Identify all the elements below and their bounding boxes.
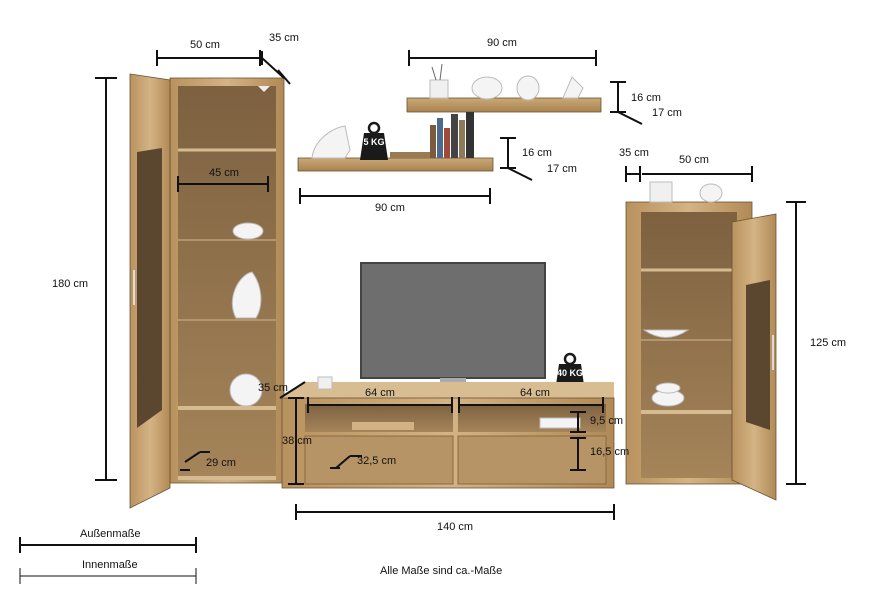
dimensions-note: Alle Maße sind ca.-Maße bbox=[380, 565, 503, 577]
shelf-low-width-label: 90 cm bbox=[375, 202, 405, 214]
tall-height-label: 180 cm bbox=[52, 278, 89, 290]
tv-width-label: 140 cm bbox=[437, 521, 474, 533]
small-vitrine bbox=[625, 181, 777, 501]
small-width-label: 50 cm bbox=[679, 154, 709, 166]
tv-left-compartment-label: 64 cm bbox=[365, 387, 395, 399]
tall-depth-label: 35 cm bbox=[269, 32, 299, 44]
tall-inner-depth-label: 29 cm bbox=[206, 457, 236, 469]
tv-screen bbox=[360, 262, 546, 390]
legend-inner-line bbox=[19, 568, 197, 584]
shelf-top-depth-label: 17 cm bbox=[652, 107, 682, 119]
tv-right-compartment-label: 64 cm bbox=[520, 387, 550, 399]
tv-lowboard bbox=[281, 376, 615, 489]
dimension-lines bbox=[19, 50, 806, 553]
shelf-low-height-label: 16 cm bbox=[522, 147, 552, 159]
tall-width-label: 50 cm bbox=[190, 39, 220, 51]
tall-vitrine bbox=[129, 73, 285, 509]
small-depth-label: 35 cm bbox=[619, 147, 649, 159]
wall-shelf-top bbox=[406, 63, 602, 113]
shelf-top-height-label: 16 cm bbox=[631, 92, 661, 104]
tv-open-height-label: 9,5 cm bbox=[590, 415, 624, 427]
small-height-label: 125 cm bbox=[810, 337, 847, 349]
tv-height-label: 38 cm bbox=[282, 435, 312, 447]
wall-shelf-low bbox=[297, 112, 494, 172]
load-label-shelf: 5 KG bbox=[363, 137, 385, 147]
weight-icon-5kg bbox=[360, 121, 388, 160]
tv-depth-label: 35 cm bbox=[258, 382, 288, 394]
load-label-tv: 40 KG bbox=[557, 368, 584, 378]
legend-inner-label: Innenmaße bbox=[82, 559, 138, 571]
shelf-top-width-label: 90 cm bbox=[487, 37, 517, 49]
tv-drawer-height-label: 16,5 cm bbox=[590, 446, 630, 458]
tv-inner-depth-label: 32,5 cm bbox=[357, 455, 397, 467]
tall-inner-width-label: 45 cm bbox=[209, 167, 239, 179]
legend-outer-label: Außenmaße bbox=[80, 528, 141, 540]
shelf-low-depth-label: 17 cm bbox=[547, 163, 577, 175]
